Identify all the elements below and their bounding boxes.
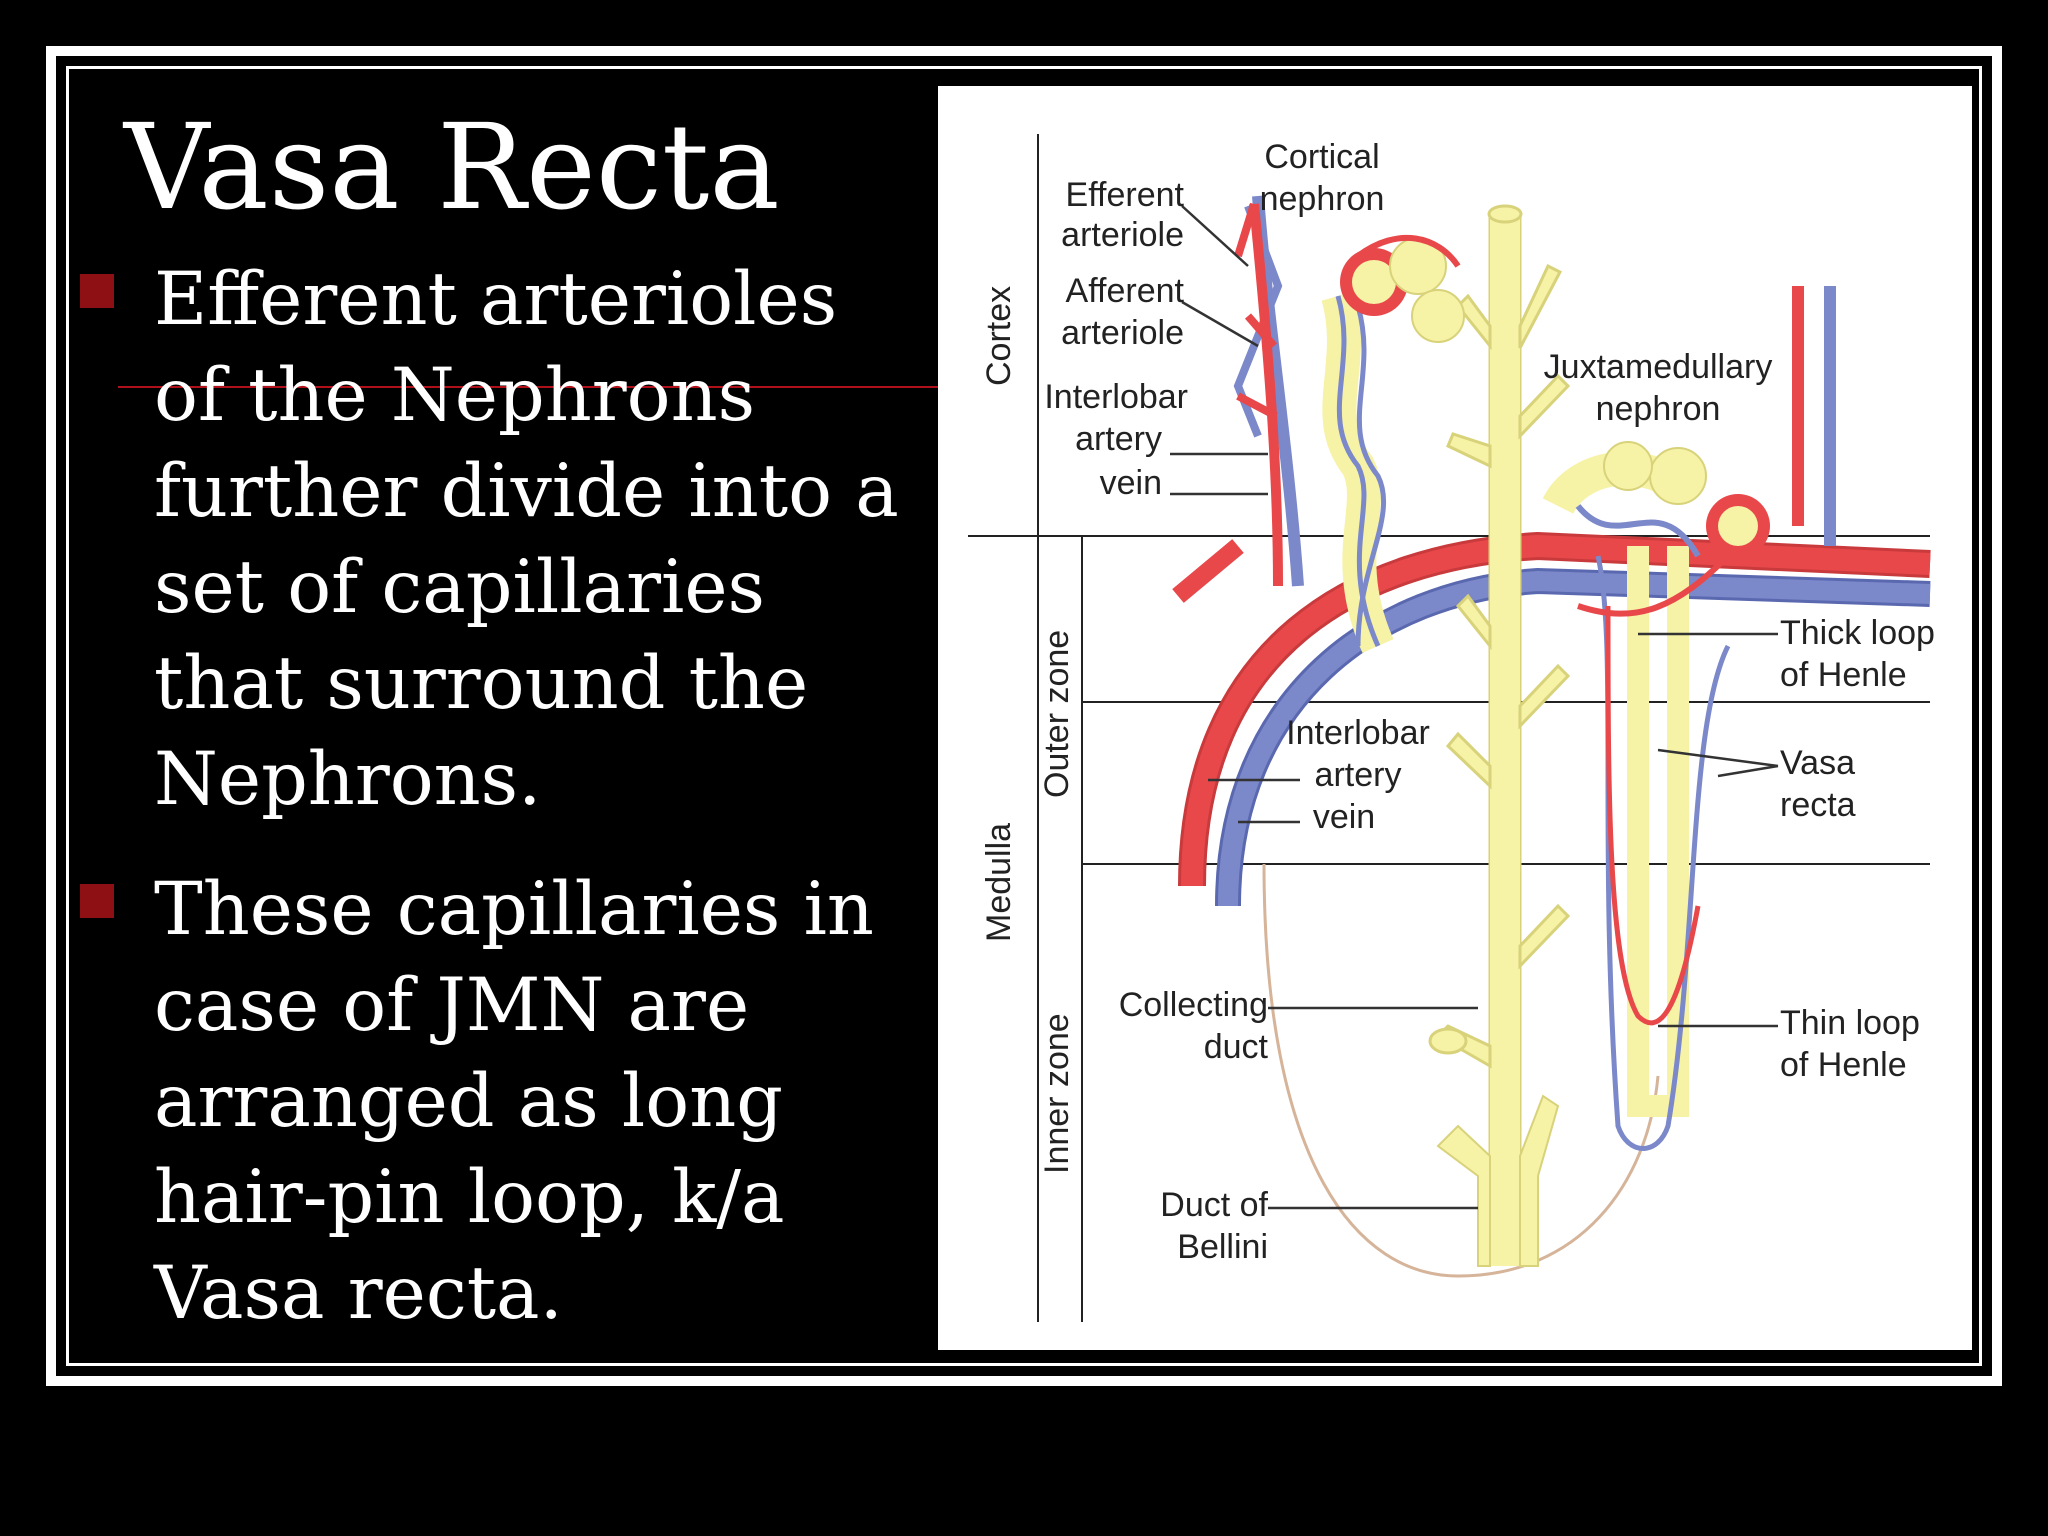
slide-title: Vasa Recta xyxy=(124,98,780,236)
vasa-recta-diagram: Cortex Medulla Outer zone Inner zone Cor… xyxy=(938,86,1972,1350)
label-interlobar-mid: artery xyxy=(1315,756,1402,794)
collecting-duct xyxy=(1428,204,1571,1267)
label-duct-of-bellini: Duct of xyxy=(1160,1186,1268,1224)
label-afferent-arteriole: arteriole xyxy=(1061,314,1184,352)
label-vasa-recta: recta xyxy=(1780,786,1856,824)
label-juxtamedullary-nephron: Juxtamedullary xyxy=(1544,348,1773,386)
region-label-medulla: Medulla xyxy=(980,823,1018,942)
bullet-text: Efferent arterioles of the Nephrons furt… xyxy=(154,257,899,822)
bullet-text: These capillaries in case of JMN are arr… xyxy=(154,867,874,1336)
cortical-nephron xyxy=(1321,234,1465,653)
slide-frame-outer xyxy=(46,46,2002,1386)
region-label-cortex: Cortex xyxy=(980,286,1018,386)
artery-branch xyxy=(1234,202,1278,420)
region-label-inner-zone: Inner zone xyxy=(1038,1013,1076,1174)
label-duct-of-bellini: Bellini xyxy=(1177,1228,1268,1266)
bullet-item: Efferent arterioles of the Nephrons furt… xyxy=(80,252,910,828)
region-label-outer-zone: Outer zone xyxy=(1038,630,1076,798)
label-efferent-arteriole: Efferent xyxy=(1066,176,1185,214)
interlobular-artery xyxy=(1249,203,1283,587)
label-thick-loop: Thick loop xyxy=(1780,614,1935,652)
label-interlobar-top: vein xyxy=(1100,464,1162,502)
nephron-illustration: Cortex Medulla Outer zone Inner zone Cor… xyxy=(968,134,1935,1322)
label-thin-loop: of Henle xyxy=(1780,1046,1907,1084)
label-efferent-arteriole: arteriole xyxy=(1061,216,1184,254)
label-interlobar-top: Interlobar xyxy=(1044,378,1188,416)
papilla-outline xyxy=(1262,863,1660,1278)
title-divider xyxy=(118,386,940,388)
arcuate-artery-fill xyxy=(1181,534,1931,887)
label-vasa-recta: Vasa xyxy=(1780,744,1855,782)
label-cortical-nephron: Cortical xyxy=(1264,138,1379,176)
juxtamedullary-nephron xyxy=(1542,441,1770,1151)
label-collecting-duct: Collecting xyxy=(1119,986,1268,1024)
label-interlobar-top: artery xyxy=(1075,420,1162,458)
label-interlobar-mid: vein xyxy=(1313,798,1375,836)
label-thick-loop: of Henle xyxy=(1780,656,1907,694)
label-afferent-arteriole: Afferent xyxy=(1066,272,1185,310)
label-collecting-duct: duct xyxy=(1204,1028,1269,1066)
label-cortical-nephron: nephron xyxy=(1260,180,1385,218)
label-thin-loop: Thin loop xyxy=(1780,1004,1920,1042)
bullet-square-icon xyxy=(80,274,114,308)
bullet-square-icon xyxy=(80,884,114,918)
artery-branch xyxy=(1172,539,1244,603)
leader-lines xyxy=(1170,205,1779,1210)
bullet-item: These capillaries in case of JMN are arr… xyxy=(80,862,910,1342)
label-juxtamedullary-nephron: nephron xyxy=(1596,390,1721,428)
bullet-list: Efferent arterioles of the Nephrons furt… xyxy=(80,252,910,1376)
label-interlobar-mid: Interlobar xyxy=(1286,714,1430,752)
slide-frame-inner xyxy=(66,66,1982,1366)
